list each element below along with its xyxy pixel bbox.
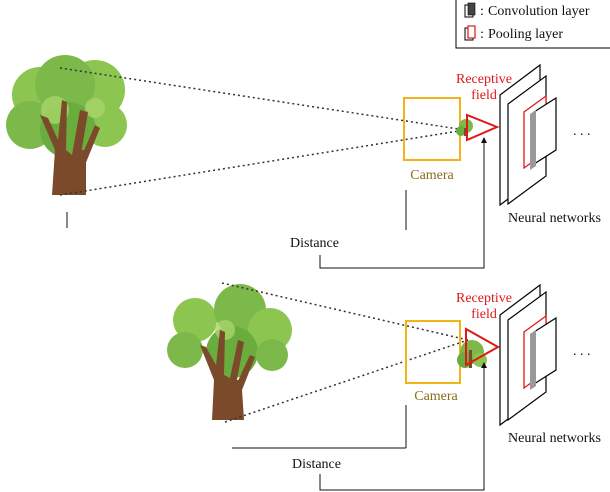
- receptive-field-label: field: [471, 88, 497, 103]
- receptive-field-label: Receptive: [456, 291, 512, 306]
- pooling-layer-icon: [464, 25, 476, 41]
- legend-convolution-colon: :: [480, 4, 484, 19]
- feedback-arrow: [319, 362, 487, 491]
- ellipsis: . . .: [573, 124, 591, 139]
- projection-line: [59, 67, 466, 131]
- camera-label: Camera: [410, 168, 454, 183]
- tree-medium-icon: [167, 284, 292, 420]
- legend-pooling-colon: :: [480, 27, 484, 42]
- receptive-field-triangle: [465, 327, 501, 367]
- receptive-field-triangle: [466, 113, 500, 142]
- tree-small-image: [456, 119, 473, 136]
- neural-network-stack: [499, 63, 557, 207]
- feedback-arrow: [319, 137, 487, 269]
- legend-box: [455, 0, 610, 49]
- convolution-layer-icon: [464, 2, 476, 18]
- receptive-field-label: Receptive: [456, 72, 512, 87]
- receptive-field-label: field: [471, 307, 497, 322]
- neural-networks-label: Neural networks: [508, 431, 601, 446]
- neural-network-stack: [499, 283, 557, 427]
- tree-large-icon: [6, 55, 127, 195]
- neural-networks-label: Neural networks: [508, 211, 601, 226]
- camera-frame: [403, 97, 461, 161]
- legend-convolution-label: Convolution layer: [488, 4, 590, 19]
- scene-bottom: Camera Receptive field . . . Neural netw…: [167, 282, 601, 491]
- legend-pooling-label: Pooling layer: [488, 27, 563, 42]
- projection-line: [221, 282, 469, 341]
- distance-label: Distance: [292, 457, 341, 472]
- legend: Convolution layer : : Pooling layer: [455, 0, 610, 49]
- camera-label: Camera: [414, 389, 458, 404]
- scene-top: Camera Receptive field . . . Neural netw…: [6, 55, 601, 269]
- distance-label: Distance: [290, 236, 339, 251]
- projection-line: [59, 129, 466, 196]
- ellipsis: . . .: [573, 344, 591, 359]
- camera-frame: [405, 320, 461, 384]
- tree-small-image: [457, 340, 487, 368]
